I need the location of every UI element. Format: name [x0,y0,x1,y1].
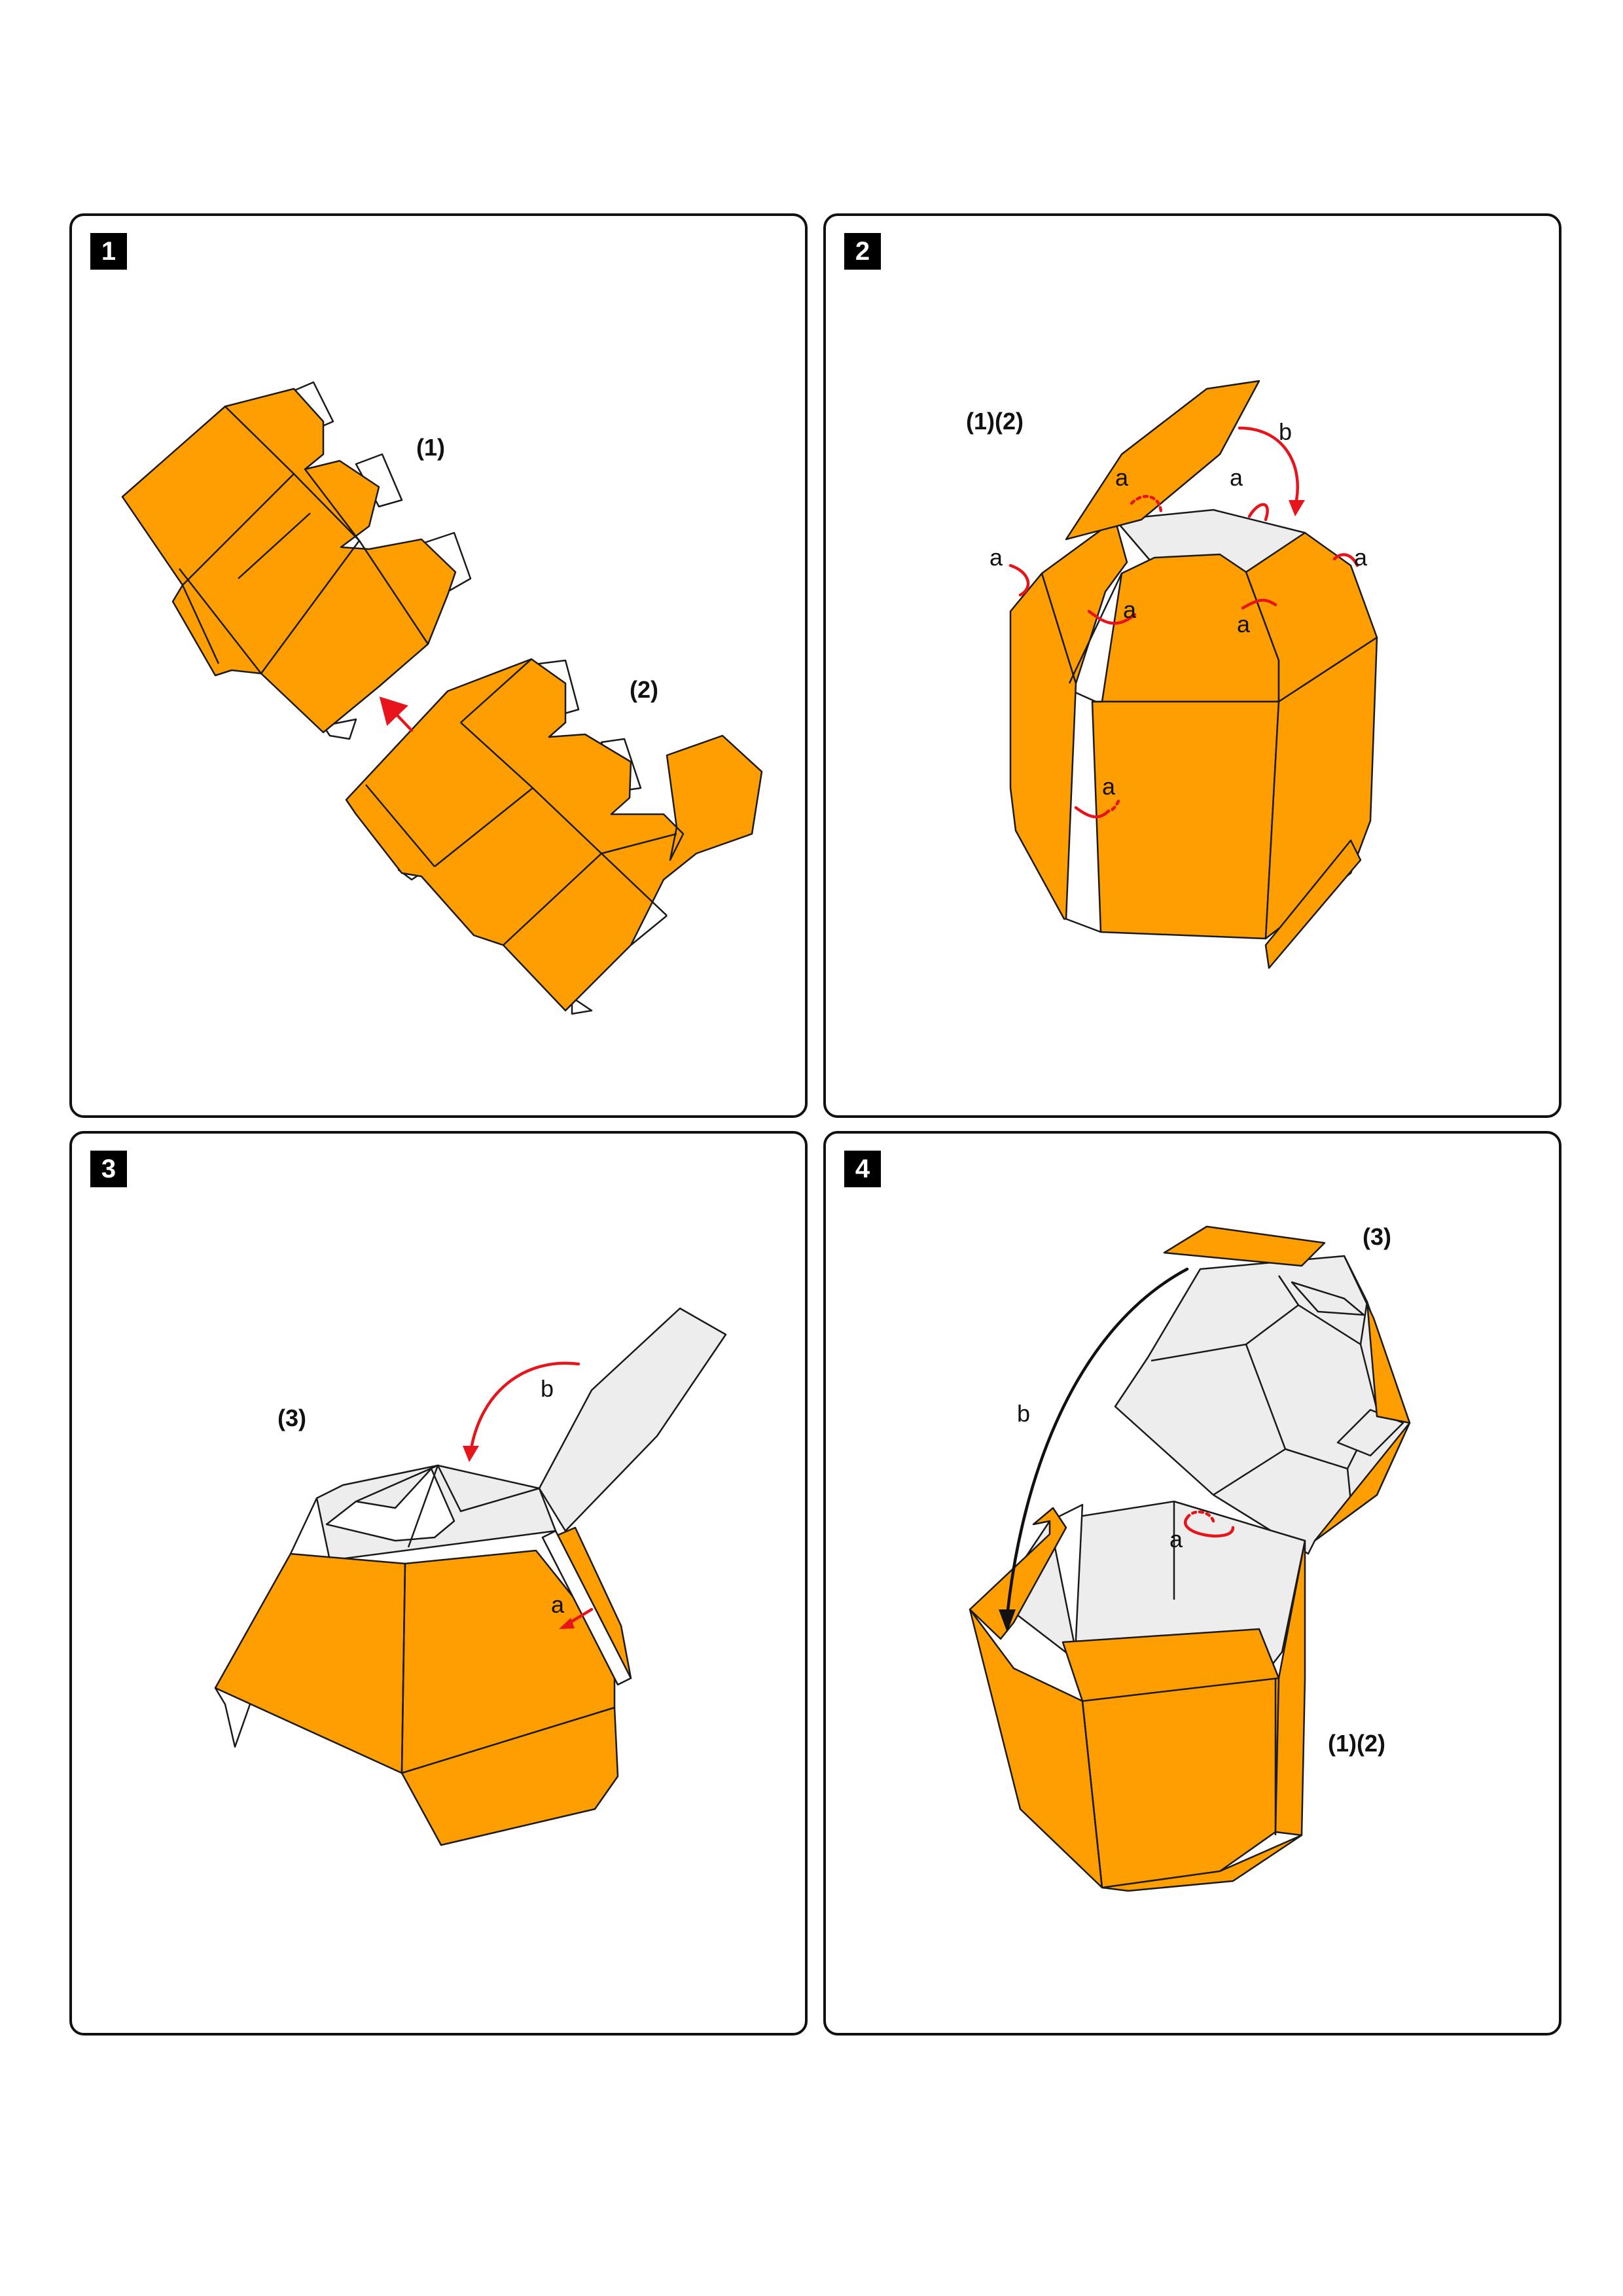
label-b: b [541,1375,554,1402]
label-b: b [1279,418,1292,445]
open-flap [538,1307,727,1532]
fold-arrow-b [1238,426,1299,509]
fold-arrow-a [1184,1516,1235,1538]
label-a: a [1102,773,1116,800]
label-a: a [1115,464,1129,491]
step-2-illustration: (1)(2) b a a a a a a a [966,380,1378,969]
label-assembly: (1)(2) [966,408,1024,435]
label-a: a [1237,611,1251,637]
lid-flap [1065,380,1260,541]
step-4-illustration: (3) (1)(2) b a [969,1223,1411,1892]
front-main-panel [1091,700,1280,940]
step-1-panel: 1 (1) [69,213,808,1118]
close-arrow-b [1005,1267,1189,1618]
bottom-panel [401,1706,619,1846]
step-4-badge: 4 [844,1151,881,1187]
step-1-illustration: (1) (2) [121,381,763,1015]
label-a: a [1230,464,1243,491]
left-panel [214,1552,406,1774]
part-1-net [121,381,472,740]
label-a: a [1123,596,1137,623]
step-2-badge: 2 [844,233,881,270]
lid-part-3 [1114,1225,1411,1555]
label-b: b [1017,1400,1030,1427]
step-3-panel: 3 (3) b a [69,1131,808,2036]
fold-arrow-b [469,1361,580,1454]
label-part-3: (3) [277,1405,306,1431]
label-part-3: (3) [1363,1223,1391,1250]
step-1-badge: 1 [90,233,127,270]
join-arrow [379,696,414,732]
step-3-badge: 3 [90,1151,127,1187]
label-a: a [990,544,1003,571]
label-a: a [1169,1526,1183,1552]
part-2-net [345,658,763,1015]
step-2-panel: 2 (1)(2) b a a a a [823,213,1561,1118]
label-a: a [1354,544,1368,571]
label-part-2: (2) [630,676,658,703]
box-body [969,1500,1306,1892]
fold-arrow-a1 [1008,564,1030,597]
left-top-flap [969,1507,1067,1640]
step-4-panel: 4 (3) [823,1131,1561,2036]
lid-front-flap [1163,1225,1326,1267]
label-assembly: (1)(2) [1328,1730,1385,1757]
label-part-1: (1) [416,434,445,461]
step-3-illustration: (3) b a [214,1307,727,1846]
label-a: a [551,1591,565,1618]
